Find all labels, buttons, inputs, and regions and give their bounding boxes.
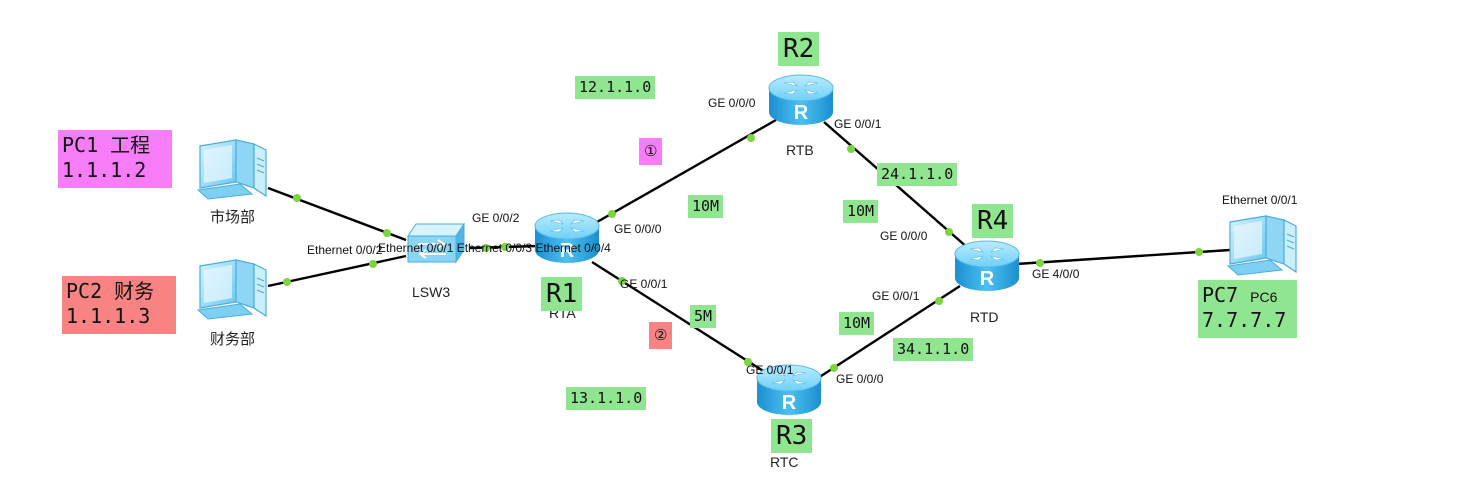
rtd-device-label: RTD (970, 309, 999, 325)
port-dot (482, 244, 490, 252)
rtd-port-ge400: GE 4/0/0 (1032, 267, 1080, 281)
port-dot (1195, 248, 1203, 256)
pc7-annotation: PC7 PC6 7.7.7.7 (1198, 280, 1297, 338)
rtb-device-label: RTB (786, 142, 814, 158)
pc7-annotation-name-text: PC7 (1202, 283, 1239, 307)
router-name-r2: R2 (778, 32, 820, 66)
port-dot (608, 210, 616, 218)
bandwidth-label-ac: 5M (690, 305, 717, 328)
port-dot (283, 278, 291, 286)
port-dot (945, 228, 953, 236)
router-name-r4: R4 (972, 204, 1014, 238)
port-dot (744, 358, 752, 366)
rtb-port-ge000: GE 0/0/0 (708, 96, 756, 110)
port-dot (618, 277, 626, 285)
rta-router-icon[interactable] (534, 212, 600, 264)
network-label-ab: 12.1.1.0 (575, 76, 656, 99)
pc2-annotation-ip: 1.1.1.3 (66, 304, 151, 328)
link-pc2-lsw3 (267, 254, 407, 288)
bandwidth-label-cd: 10M (839, 312, 875, 335)
link-pc1-lsw3 (267, 186, 407, 242)
bandwidth-label-ab: 10M (688, 195, 724, 218)
rtc-port-ge001: GE 0/0/1 (746, 363, 794, 377)
rta-port-ge001: GE 0/0/1 (620, 277, 668, 291)
pc1-annotation-name: PC1 工程 (62, 133, 151, 157)
network-label-bd: 24.1.1.0 (877, 163, 958, 186)
pc1-annotation-ip: 1.1.1.2 (62, 158, 147, 182)
port-dot (383, 229, 391, 237)
pc2-annotation-name: PC2 财务 (66, 279, 155, 303)
rta-port-ge000: GE 0/0/0 (614, 222, 662, 236)
link-rta-rtc (591, 260, 769, 376)
pc1-device-label: 市场部 (210, 209, 256, 226)
network-label-ac: 13.1.1.0 (566, 387, 647, 410)
pc6-device-label: PC6 (1250, 289, 1278, 305)
port-dot (369, 260, 377, 268)
pc2-device-label: 财务部 (210, 331, 256, 348)
port-dot (935, 297, 943, 305)
link-rtd-pc7 (1015, 248, 1231, 266)
rtd-router-icon[interactable] (954, 240, 1020, 292)
pc2-annotation: PC2 财务 1.1.1.3 (62, 276, 176, 334)
link-endpoints (283, 134, 1203, 372)
router-name-r1: R1 (541, 277, 583, 311)
rtb-port-ge001: GE 0/0/1 (834, 117, 882, 131)
pc1-annotation: PC1 工程 1.1.1.2 (58, 130, 172, 188)
port-dot (747, 134, 755, 142)
port-dot (1036, 259, 1044, 267)
path-marker-1: ① (639, 138, 663, 165)
rtc-device-label: RTC (770, 454, 799, 470)
router-name-r3: R3 (771, 419, 813, 453)
pc7-annotation-name: PC7 PC6 (1202, 283, 1293, 308)
port-dot (501, 243, 509, 251)
pc2-computer-icon[interactable] (197, 259, 267, 320)
port-dot (847, 145, 855, 153)
pc1-computer-icon[interactable] (197, 139, 267, 200)
pc7-computer-icon[interactable] (1227, 215, 1297, 276)
rtd-port-ge000: GE 0/0/0 (880, 229, 928, 243)
rtb-router-icon[interactable] (768, 74, 834, 126)
path-marker-2: ② (649, 322, 673, 349)
link-rta-rtb (589, 118, 777, 228)
port-dot (830, 364, 838, 372)
rtd-port-ge001: GE 0/0/1 (872, 289, 920, 303)
network-label-cd: 34.1.1.0 (893, 338, 974, 361)
lsw3-pc2-port-label: Ethernet 0/0/2 (307, 243, 383, 257)
bandwidth-label-bd: 10M (843, 200, 879, 223)
pc6-port-label: Ethernet 0/0/1 (1222, 193, 1298, 207)
rtc-port-ge000: GE 0/0/0 (836, 372, 884, 386)
pc7-annotation-ip: 7.7.7.7 (1202, 308, 1287, 332)
port-dot (293, 194, 301, 202)
lsw3-device-label: LSW3 (412, 284, 451, 300)
rta-port-ge002: GE 0/0/2 (472, 211, 520, 225)
lsw3-ports-label: Ethernet 0/0/1 Ethernet 0/0/3 Ethernet 0… (378, 241, 611, 255)
